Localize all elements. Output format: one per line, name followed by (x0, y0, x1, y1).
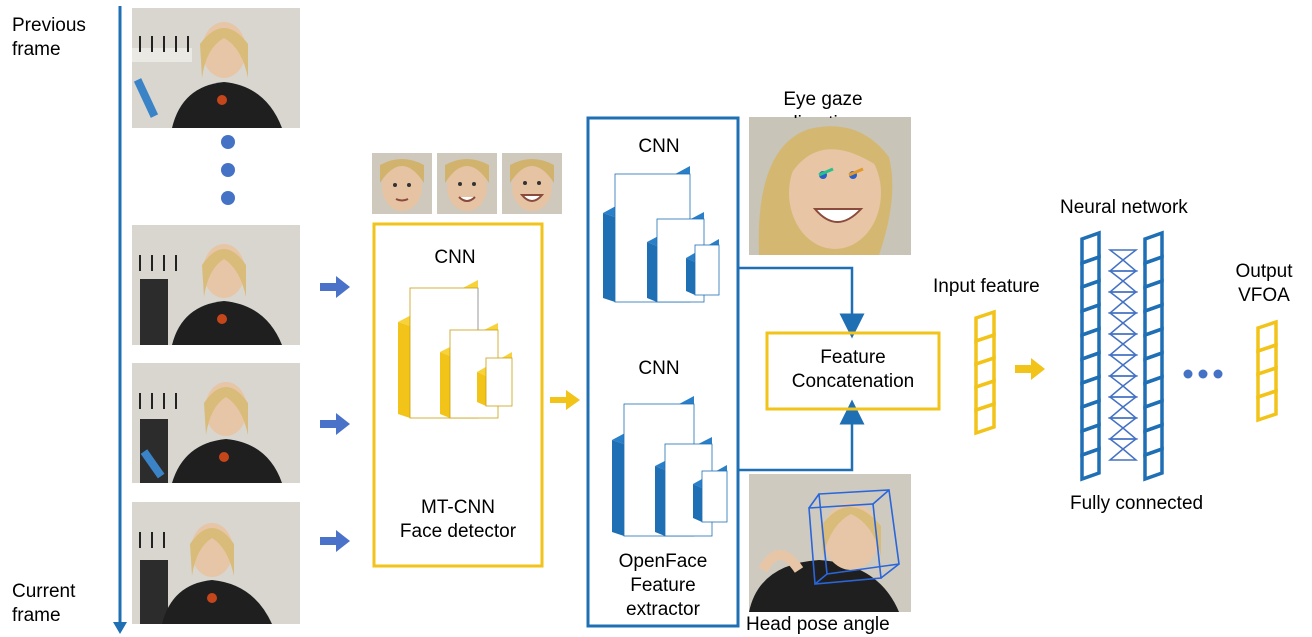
face-detector-caption: MT-CNN Face detector (399, 497, 517, 542)
face-crop-2 (437, 153, 497, 214)
previous-frame-label: Previous frame (12, 15, 86, 60)
nn-connection-mark (1107, 249, 1139, 261)
video-frame-3 (132, 363, 300, 483)
head-pose-image (749, 474, 911, 612)
neural-network-label: Neural network (1060, 197, 1188, 218)
video-frame-previous (132, 8, 300, 128)
frame-ellipsis-dots (221, 135, 235, 205)
nn-connection-mark (1107, 270, 1139, 282)
nn-connection-mark (1107, 438, 1139, 450)
nn-layer-left-cell (1080, 446, 1101, 482)
nn-connection-mark (1107, 354, 1139, 366)
video-frame-current (132, 502, 300, 624)
extractor-to-concat-connectors (738, 266, 865, 472)
timeline-arrow (113, 6, 127, 634)
blue-cnn-layers-bottom-icon (612, 396, 728, 537)
concatenation-box (765, 331, 941, 411)
head-pose-label: Head pose angle (746, 614, 890, 635)
nn-connection-mark (1107, 364, 1139, 377)
input-feature-label: Input feature (933, 276, 1040, 297)
eye-gaze-image (749, 117, 911, 255)
blue-cnn-layers-top-icon (603, 166, 720, 303)
extractor-cnn-top-label: CNN (638, 136, 680, 157)
video-frame-2 (132, 225, 300, 345)
face-detector-cnn-label: CNN (434, 247, 476, 268)
output-vector-icon (1256, 319, 1278, 423)
nn-connection-mark (1107, 322, 1139, 335)
frame-to-detector-arrows (320, 276, 350, 552)
nn-connection-mark (1107, 427, 1139, 440)
yellow-cnn-layers-icon (398, 280, 513, 419)
nn-connection-mark (1107, 343, 1139, 356)
nn-connection-mark (1107, 396, 1139, 408)
face-crop-1 (372, 153, 432, 214)
input-feature-vector-icon (974, 309, 996, 436)
nn-connection-mark (1107, 417, 1139, 429)
nn-layer-right-cell (1143, 446, 1164, 482)
feature-extractor-caption: OpenFace Feature extractor (618, 551, 708, 620)
face-detector-box (372, 222, 544, 568)
output-ellipsis-dots (1183, 369, 1223, 379)
nn-connection-mark (1107, 280, 1139, 293)
nn-connection-mark (1107, 333, 1139, 345)
nn-connection-mark (1107, 448, 1139, 461)
neural-network-icon (1080, 230, 1164, 482)
nn-connection-mark (1107, 291, 1139, 303)
nn-connection-mark (1107, 385, 1139, 398)
output-cell (1256, 388, 1278, 423)
input-feature-cell (974, 401, 996, 436)
input-to-network-arrow (1015, 358, 1045, 380)
extractor-cnn-bottom-label: CNN (638, 358, 680, 379)
fully-connected-label: Fully connected (1070, 493, 1204, 514)
detector-to-extractor-arrow (550, 390, 580, 410)
eye-gaze-label: Eye gaze direction (783, 89, 863, 118)
concatenation-label: Feature Concatenation (791, 347, 915, 392)
nn-connection-mark (1107, 312, 1139, 324)
current-frame-label: Current frame (12, 581, 76, 626)
nn-connection-mark (1107, 259, 1139, 272)
nn-connection-mark (1107, 406, 1139, 419)
feature-extractor-box (586, 116, 740, 628)
face-crop-3 (502, 153, 562, 214)
nn-connection-mark (1107, 375, 1139, 387)
output-vfoa-label: Output VFOA (1235, 261, 1293, 306)
nn-connection-mark (1107, 301, 1139, 314)
